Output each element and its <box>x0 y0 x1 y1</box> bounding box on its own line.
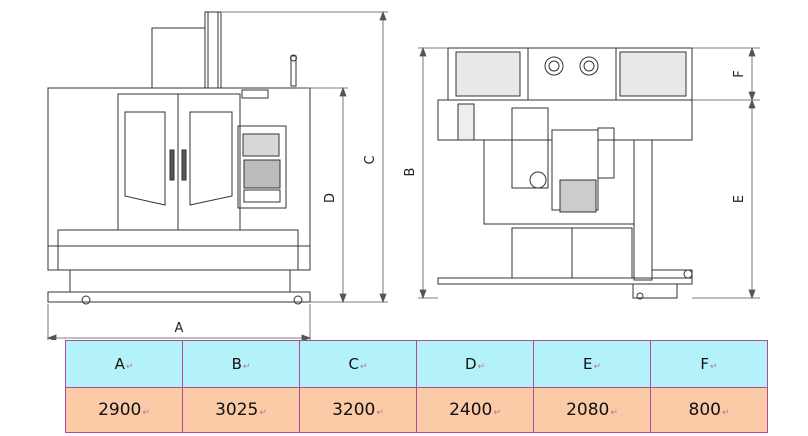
value-text: 800 <box>688 400 721 420</box>
value-cell-f: 800↵ <box>650 387 768 433</box>
value-text: 2080 <box>566 400 610 420</box>
header-cell-c: C↵ <box>299 340 417 388</box>
return-mark: ↵ <box>710 362 718 372</box>
value-cell-e: 2080↵ <box>533 387 651 433</box>
dimension-line-e <box>692 98 760 300</box>
return-mark: ↵ <box>610 408 618 418</box>
return-mark: ↵ <box>359 362 368 372</box>
return-mark: ↵ <box>477 362 486 372</box>
value-text: 2900 <box>98 400 142 420</box>
return-mark: ↵ <box>142 408 150 418</box>
value-row: 2900↵ 3025↵ 3200↵ 2400↵ 2080↵ 800↵ <box>65 387 768 433</box>
value-cell-a: 2900↵ <box>65 387 183 433</box>
value-text: 3200 <box>332 400 376 420</box>
header-row: A↵ B↵ C↵ D↵ E↵ F↵ <box>65 340 768 388</box>
value-text: 3025 <box>215 400 259 420</box>
header-cell-d: D↵ <box>416 340 534 388</box>
return-mark: ↵ <box>125 362 134 372</box>
return-mark: ↵ <box>593 362 602 372</box>
header-label: A <box>114 355 125 373</box>
header-cell-a: A↵ <box>65 340 183 388</box>
dimension-label-d: D <box>323 193 338 203</box>
dimension-line-b <box>418 46 448 300</box>
return-mark: ↵ <box>376 408 384 418</box>
header-cell-b: B↵ <box>182 340 300 388</box>
value-cell-d: 2400↵ <box>416 387 534 433</box>
dimension-label-c: C <box>363 155 378 164</box>
header-label: C <box>348 355 359 373</box>
dimension-line-f <box>692 46 760 102</box>
front-view <box>47 11 311 305</box>
dimension-line-d <box>296 86 348 304</box>
dimension-line-c <box>222 10 388 304</box>
value-cell-c: 3200↵ <box>299 387 417 433</box>
return-mark: ↵ <box>259 408 267 418</box>
header-cell-f: F↵ <box>650 340 768 388</box>
dimension-label-b: B <box>403 168 418 177</box>
header-label: E <box>582 355 593 373</box>
dimension-label-a: A <box>175 321 184 336</box>
dimension-line-a <box>46 304 312 340</box>
dimension-table: A↵ B↵ C↵ D↵ E↵ F↵ 2900↵ 3025↵ 3200↵ 2400… <box>65 340 768 433</box>
header-label: F <box>700 355 710 373</box>
header-cell-e: E↵ <box>533 340 651 388</box>
return-mark: ↵ <box>721 408 730 418</box>
header-label: B <box>231 355 242 373</box>
return-mark: ↵ <box>493 408 501 418</box>
value-cell-b: 3025↵ <box>182 387 300 433</box>
dimension-label-f: F <box>732 70 747 77</box>
dimension-label-e: E <box>732 195 747 203</box>
value-text: 2400 <box>449 400 493 420</box>
header-label: D <box>464 355 477 373</box>
return-mark: ↵ <box>242 362 251 372</box>
machine-dimension-drawing: A C D B F E <box>46 10 760 340</box>
side-view <box>437 47 693 300</box>
